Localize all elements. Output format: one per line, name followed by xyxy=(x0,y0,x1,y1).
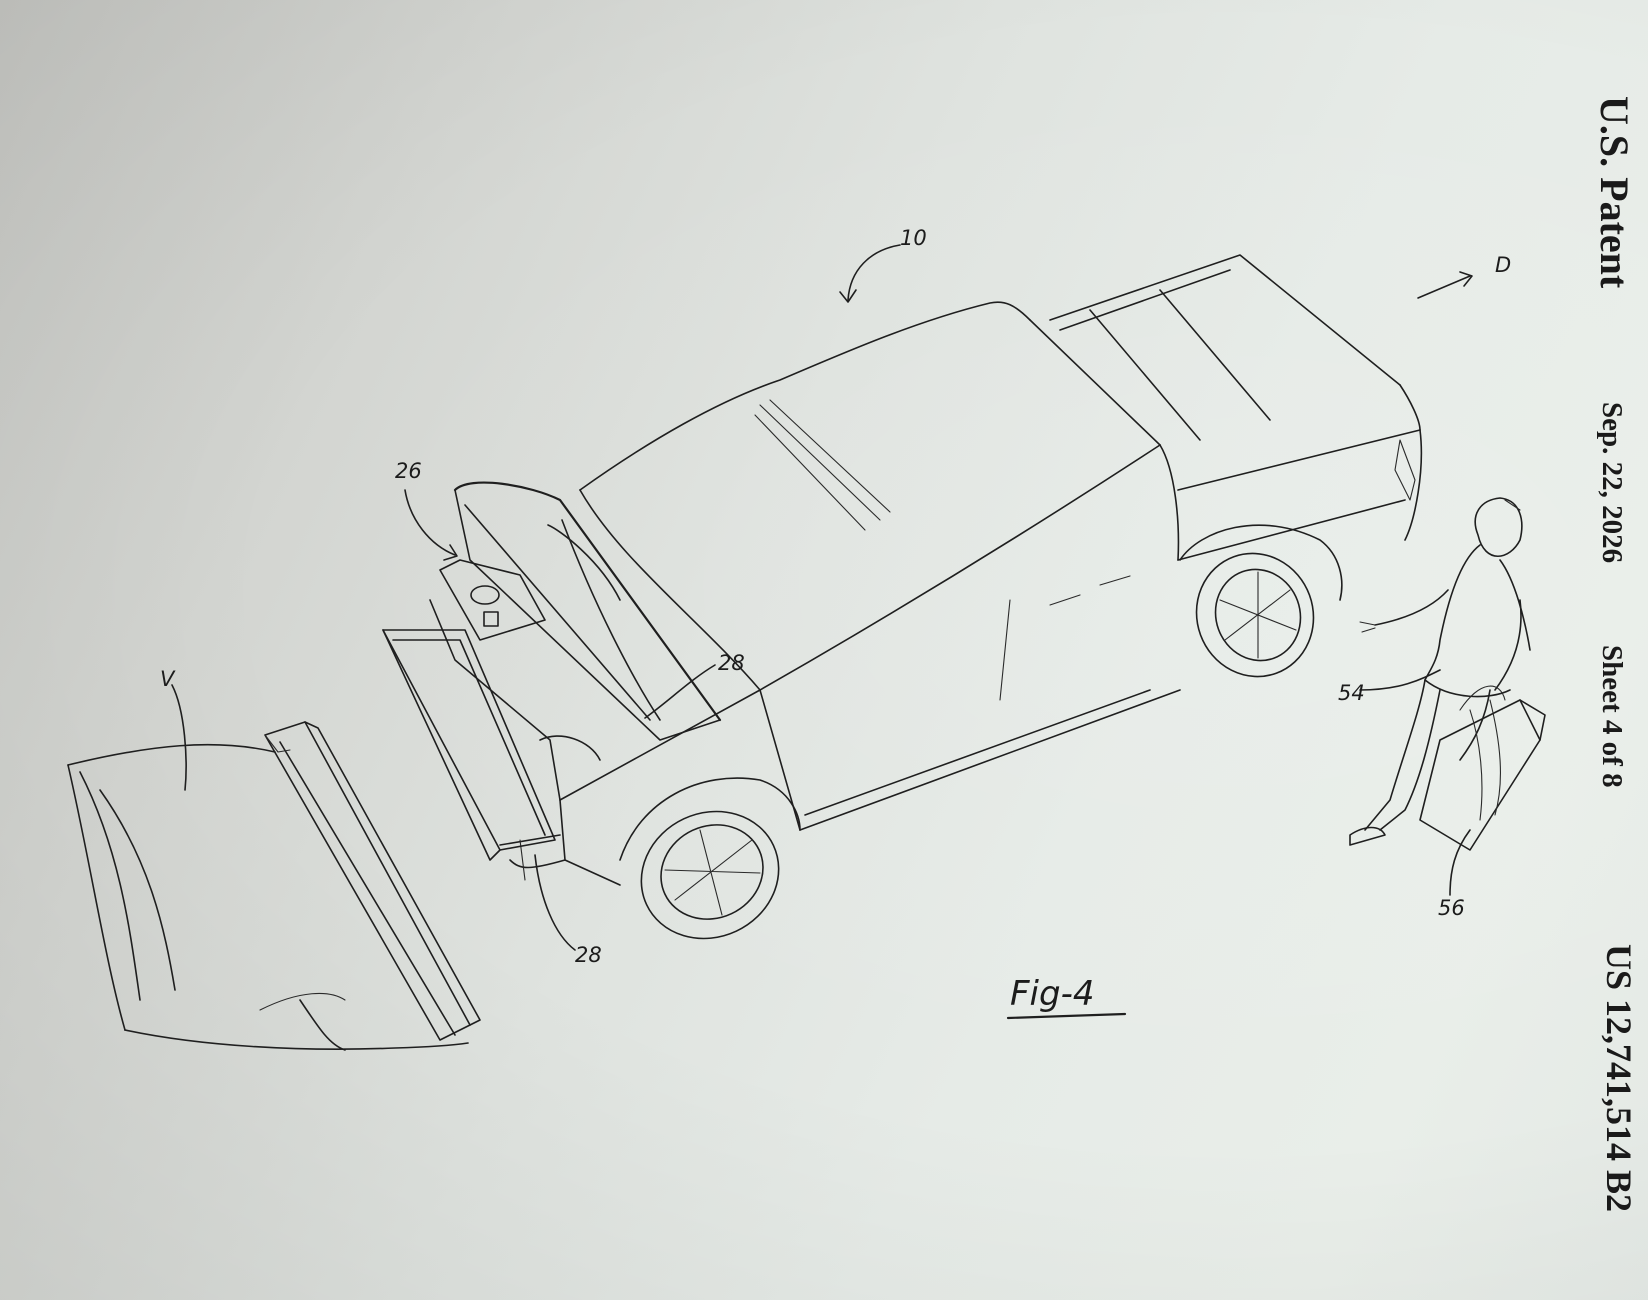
vehicle-drawing xyxy=(382,254,1423,940)
person-drawing xyxy=(1349,497,1546,851)
figure-label-underline xyxy=(1006,1012,1127,1020)
ref-letter-v: V xyxy=(160,667,176,691)
ref-numeral-28-upper: 28 xyxy=(718,651,745,675)
ref-numeral-10: 10 xyxy=(900,226,927,250)
ref-numeral-28-lower: 28 xyxy=(575,943,602,967)
object-v-drawing xyxy=(67,721,481,1051)
ref-numeral-54: 54 xyxy=(1338,681,1365,705)
ref-letter-d: D xyxy=(1495,253,1511,277)
ref-numeral-26: 26 xyxy=(395,459,422,483)
figure-label: Fig-4 xyxy=(1010,974,1095,1014)
leader-lines xyxy=(171,244,1473,951)
ref-numeral-56: 56 xyxy=(1438,896,1465,920)
